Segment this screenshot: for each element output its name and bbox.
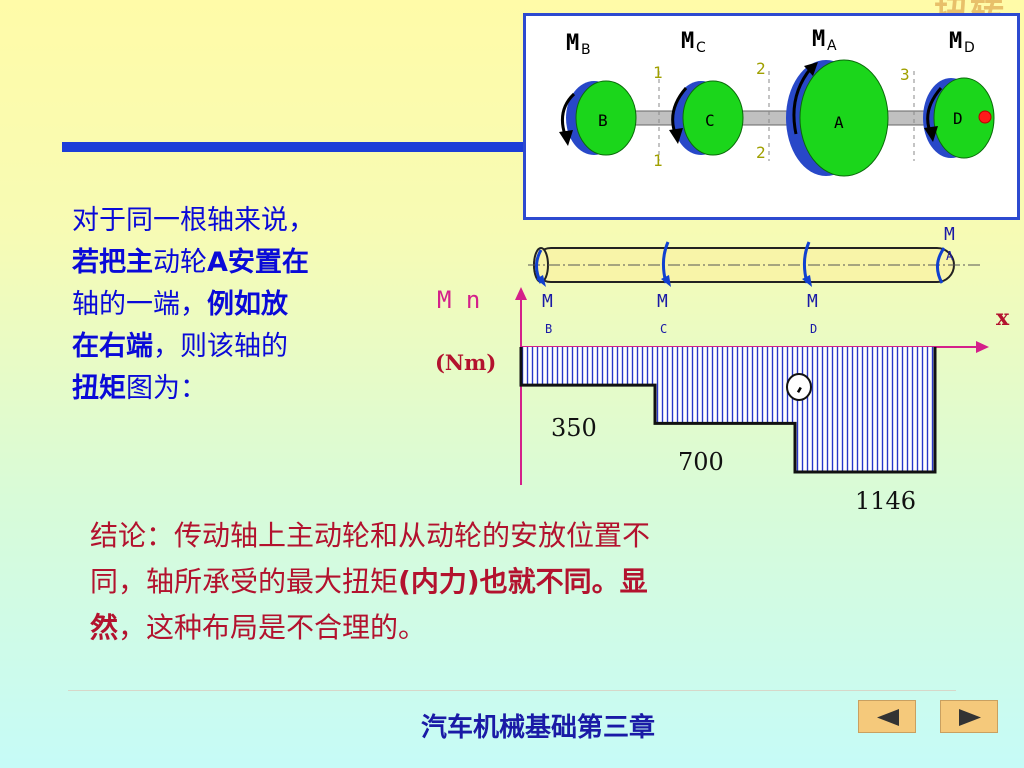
negative-sign-bubble [786,373,812,401]
intro-line-1-text: 对于同一根轴来说， [72,205,315,236]
footer-title: 汽车机械基础第三章 [420,713,655,743]
moment-arrow-a [792,67,813,135]
shaft-label-ma: M [944,224,955,245]
intro-line-4: 在右端，则该轴的 [72,326,432,368]
conclusion-line-3-b: ，这种布局是不合理的。 [118,611,427,644]
conclusion-text: 结论：传动轴上主动轮和从动轮的安放位置不 同，轴所承受的最大扭矩(内力)也就不同… [90,513,890,651]
arrowhead-d [924,126,938,142]
next-slide-button[interactable] [940,700,998,733]
conclusion-line-2-b: (内力)也就不同。显 [398,565,648,598]
x-axis-label: x [996,305,1010,331]
value-label-700: 700 [678,448,724,476]
triangle-left-icon [877,709,899,726]
torque-outline [519,347,937,474]
conclusion-line-2: 同，轴所承受的最大扭矩(内力)也就不同。显 [90,559,890,605]
shaft-label-mc: M [657,291,668,312]
shaft-label-mc-sub: C [660,322,667,336]
conclusion-line-2-a: 同，轴所承受的最大扭矩 [90,565,399,598]
intro-line-4-rest: ，则该轴的 [153,331,288,362]
wheel-a-label: A [834,113,844,132]
shaft-wheels-figure: B C A D M B M C M A M D 1 1 2 [523,13,1020,220]
shaft-arrowhead-b [536,275,546,287]
wheel-d-label: D [953,109,963,128]
intro-line-5-bold: 扭矩 [72,373,126,404]
intro-text: 对于同一根轴来说， 若把主动轮A安置在 轴的一端，例如放 在右端，则该轴的 扭矩… [72,200,432,410]
torque-step-c-d [655,347,795,424]
figure-label-md-sub: D [964,40,975,56]
figure-label-mc: M [681,29,694,54]
intro-line-3: 轴的一端，例如放 [72,284,432,326]
wheel-d [933,77,995,159]
wheel-a [799,59,889,177]
shaft-arrowhead-d [802,275,812,287]
intro-line-2-rest: 动轮 [153,247,207,278]
wheel-b [575,80,637,156]
y-axis-arrowhead [515,287,527,300]
intro-line-4-bold: 在右端 [72,331,153,362]
intro-line-2: 若把主动轮A安置在 [72,242,432,284]
conclusion-line-3: 然，这种布局是不合理的。 [90,605,890,651]
shaft-arrowhead-c [661,275,671,287]
section-1-bottom: 1 [653,151,663,170]
wheel-c [682,80,744,156]
intro-line-3-bold: 例如放 [207,289,288,320]
shaft-arrow-a [936,247,946,284]
section-1-top: 1 [653,63,663,82]
torque-step-b-c [521,347,655,386]
conclusion-line-1-text: 结论：传动轴上主动轮和从动轮的安放位置不 [90,519,651,552]
value-label-350: 350 [551,414,597,442]
torque-step-d-a [795,347,935,472]
torque-steps [519,347,937,474]
intro-line-5-rest: 图为： [126,373,207,404]
y-axis-unit: (Nm) [435,350,496,375]
shaft-label-md: M [807,291,818,312]
wheel-c-label: C [705,111,715,130]
figure-label-mb-sub: B [581,42,591,58]
prev-slide-button[interactable] [858,700,916,733]
section-2-bottom: 2 [756,143,766,162]
shaft-label-ma-sub: A [946,249,954,263]
x-axis-arrowhead [976,341,989,353]
y-axis-label: M n [437,286,480,314]
wheel-d-dot [978,110,992,124]
arrowhead-c [669,128,683,144]
triangle-right-icon [959,709,981,726]
value-label-1146: 1146 [855,487,916,515]
intro-line-1: 对于同一根轴来说， [72,200,432,242]
wheel-b-label: B [598,111,608,130]
arrowhead-b [559,130,573,146]
figure-label-ma-sub: A [827,38,837,54]
shaft-label-md-sub: D [810,322,817,336]
conclusion-line-3-a: 然 [90,611,119,644]
conclusion-line-1: 结论：传动轴上主动轮和从动轮的安放位置不 [90,513,890,559]
intro-line-2-bold: 若把主 [72,247,153,278]
shaft-label-mb: M [542,291,553,312]
figure-label-mb: M [566,31,579,56]
shaft-label-mb-sub: B [545,322,552,336]
arrowhead-a [804,62,818,76]
footer-divider [68,690,956,691]
intro-line-2-bold2: A安置在 [207,247,309,278]
intro-line-3-text: 轴的一端， [72,289,207,320]
intro-line-5: 扭矩图为： [72,368,432,410]
figure-label-ma: M [812,27,825,52]
figure-label-md: M [949,29,962,54]
section-3-top: 3 [900,65,910,84]
section-2-top: 2 [756,59,766,78]
title-divider [62,142,532,152]
figure-label-mc-sub: C [696,40,706,56]
shaft-wheels-svg: B C A D M B M C M A M D 1 1 2 [559,27,995,177]
